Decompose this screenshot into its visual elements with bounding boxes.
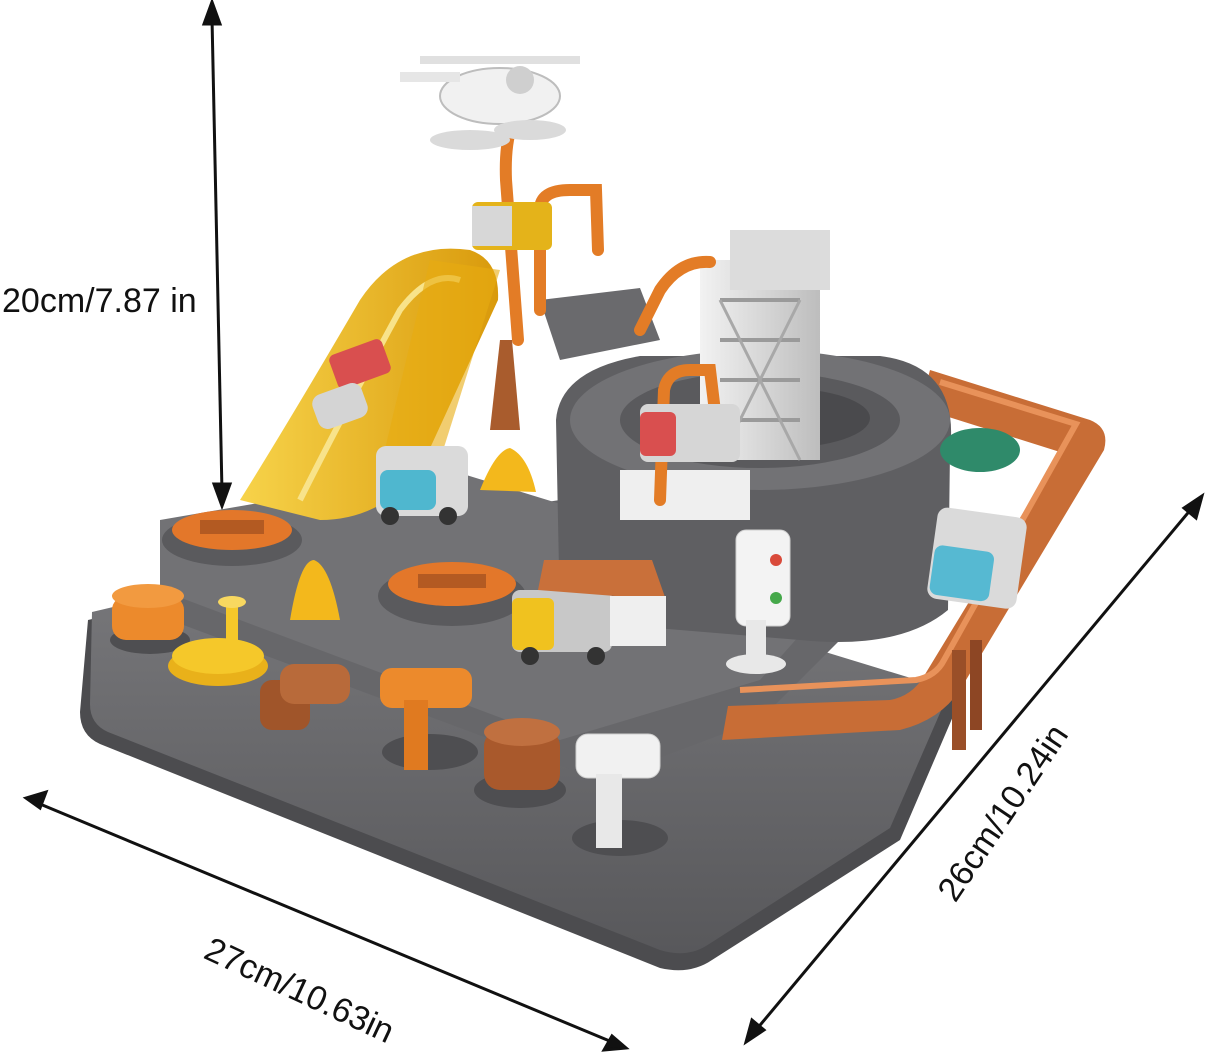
yellow-slide [240, 248, 500, 521]
house-and-traffic-light [538, 529, 791, 674]
control-buttons [110, 584, 668, 856]
depth-arrow [743, 492, 1205, 1046]
height-arrow [201, 0, 233, 511]
height-dimension-label: 20cm/7.87 in [2, 282, 197, 320]
toy-cars [312, 202, 1027, 665]
width-arrow [22, 789, 630, 1052]
orange-side-track [722, 370, 1106, 750]
helicopter-icon [400, 56, 580, 150]
yellow-trees [290, 448, 536, 620]
elevator-platforms [162, 510, 526, 626]
tree-trunk [490, 340, 520, 430]
